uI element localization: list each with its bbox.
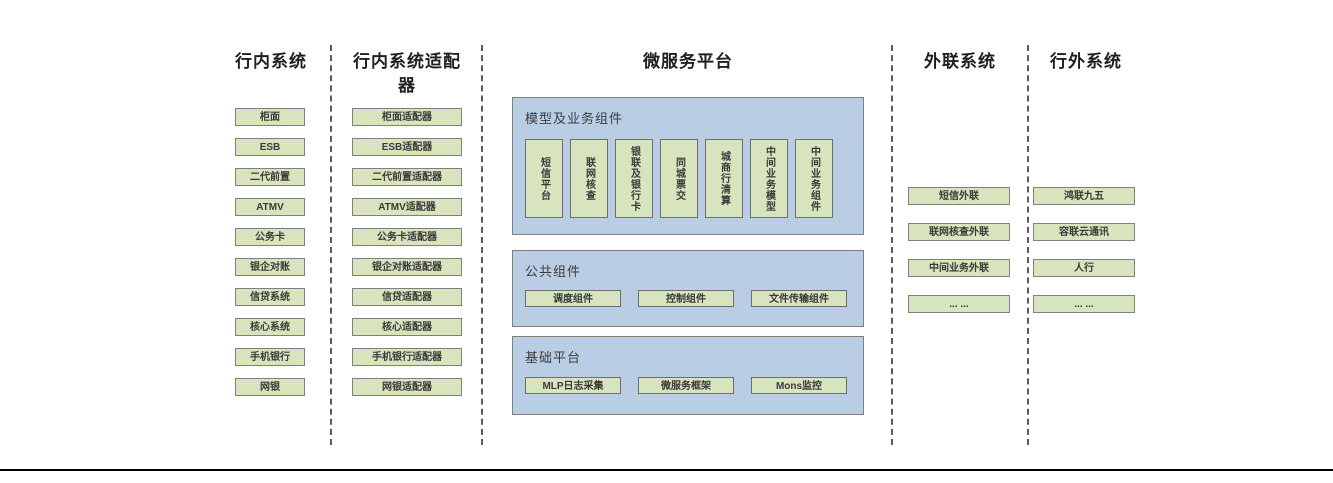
system-box: 柜面 [235, 108, 305, 126]
component-box: 控制组件 [638, 290, 734, 307]
panel-common-components: 公共组件 调度组件 控制组件 文件传输组件 [512, 250, 864, 327]
column-title-internal-adapters: 行内系统适配器 [353, 52, 461, 95]
column-divider [481, 45, 483, 445]
adapter-box: ESB适配器 [352, 138, 462, 156]
outside-system-box: ... ... [1033, 295, 1135, 313]
outside-system-box: 鸿联九五 [1033, 187, 1135, 205]
system-box: 公务卡 [235, 228, 305, 246]
system-box: 信贷系统 [235, 288, 305, 306]
adapter-box: 手机银行适配器 [352, 348, 462, 366]
system-box: 手机银行 [235, 348, 305, 366]
component-box: 联网核查 [570, 139, 608, 218]
column-divider [1027, 45, 1029, 445]
component-box: 文件传输组件 [751, 290, 847, 307]
column-divider [891, 45, 893, 445]
component-box: 银联及银行卡 [615, 139, 653, 218]
adapter-box: 网银适配器 [352, 378, 462, 396]
external-link-box: 中间业务外联 [908, 259, 1010, 277]
bottom-rule [0, 469, 1333, 471]
component-box: 中间业务组件 [795, 139, 833, 218]
column-divider [330, 45, 332, 445]
column-title-outside-systems: 行外系统 [1050, 52, 1122, 71]
component-box: MLP日志采集 [525, 377, 621, 394]
panel-model-business-components: 模型及业务组件 短信平台 联网核查 银联及银行卡 同城票交 城商行清算 中间业务… [512, 97, 864, 235]
adapter-box: 柜面适配器 [352, 108, 462, 126]
panel-base-platform: 基础平台 MLP日志采集 微服务框架 Mons监控 [512, 336, 864, 415]
component-box: 短信平台 [525, 139, 563, 218]
column-title-internal-systems: 行内系统 [235, 52, 307, 71]
adapter-box: 核心适配器 [352, 318, 462, 336]
panel-label: 公共组件 [525, 264, 582, 279]
system-box: 网银 [235, 378, 305, 396]
system-box: ESB [235, 138, 305, 156]
adapter-box: 银企对账适配器 [352, 258, 462, 276]
outside-system-box: 人行 [1033, 259, 1135, 277]
system-box: 核心系统 [235, 318, 305, 336]
component-box: 城商行清算 [705, 139, 743, 218]
external-link-box: ... ... [908, 295, 1010, 313]
component-box: 同城票交 [660, 139, 698, 218]
panel-label: 模型及业务组件 [525, 111, 624, 126]
outside-system-box: 容联云通讯 [1033, 223, 1135, 241]
adapter-box: 公务卡适配器 [352, 228, 462, 246]
system-box: 二代前置 [235, 168, 305, 186]
component-box: Mons监控 [751, 377, 847, 394]
component-box: 中间业务模型 [750, 139, 788, 218]
component-box: 微服务框架 [638, 377, 734, 394]
system-box: 银企对账 [235, 258, 305, 276]
adapter-box: ATMV适配器 [352, 198, 462, 216]
external-link-box: 短信外联 [908, 187, 1010, 205]
column-title-microservice-platform: 微服务平台 [643, 52, 733, 71]
panel-label: 基础平台 [525, 350, 582, 365]
external-link-box: 联网核查外联 [908, 223, 1010, 241]
component-box: 调度组件 [525, 290, 621, 307]
system-box: ATMV [235, 198, 305, 216]
adapter-box: 信贷适配器 [352, 288, 462, 306]
adapter-box: 二代前置适配器 [352, 168, 462, 186]
column-title-external-link-systems: 外联系统 [924, 52, 996, 71]
